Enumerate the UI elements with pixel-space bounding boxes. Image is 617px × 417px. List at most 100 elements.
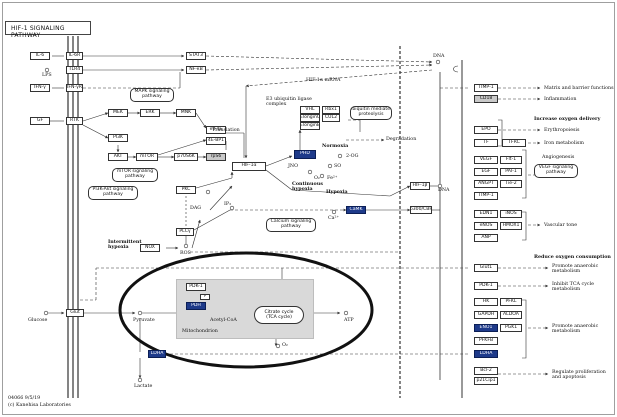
label-iron-metabolism: Iron metabolism <box>544 141 584 146</box>
label-o2-mito: O₂ <box>282 343 288 348</box>
node-mtor[interactable]: mTOR <box>136 153 158 161</box>
footer-id: 04066 9/5/19 <box>8 396 41 401</box>
node-pkc[interactable]: PKC <box>176 186 196 194</box>
node-erk[interactable]: ERK <box>140 109 160 117</box>
node-pdh[interactable]: PDH <box>186 302 206 310</box>
label-dna-top: DNA <box>433 54 445 59</box>
node-p21[interactable]: p21Cip1 <box>474 377 498 385</box>
node-pdk1-right[interactable]: PDK-1 <box>474 282 498 290</box>
label-proliferation: Regulate proliferation and apoptosis <box>552 370 606 381</box>
node-p70s6k[interactable]: p70S6K <box>174 153 198 161</box>
node-pfkl[interactable]: PFKL <box>500 298 522 306</box>
label-ros: ROS <box>180 251 191 256</box>
node-cul2[interactable]: CUL2 <box>322 114 340 122</box>
node-ifng[interactable]: IFN-γ <box>30 84 50 92</box>
node-pai1[interactable]: PAI-1 <box>500 168 522 176</box>
node-epo[interactable]: EPO <box>474 126 498 134</box>
node-mnk[interactable]: MNK <box>176 109 196 117</box>
tca-cycle-node[interactable]: Citrate cycle (TCA cycle) <box>254 306 304 324</box>
node-inos[interactable]: iNOS <box>500 210 522 218</box>
node-pi3k[interactable]: PI3K <box>108 134 128 142</box>
node-phd[interactable]: PHD <box>294 150 316 159</box>
node-anp[interactable]: ANP <box>474 234 498 242</box>
node-glut1[interactable]: Glut1 <box>474 264 498 272</box>
label-dag: DAG <box>190 206 202 211</box>
node-rtk[interactable]: RTK <box>66 117 83 125</box>
label-normoxia: Normoxia <box>322 143 349 149</box>
node-tfrc[interactable]: TFRC <box>502 139 526 147</box>
node-pfkfb[interactable]: PFKFB <box>474 337 498 345</box>
label-hypoxia: Hypoxia <box>326 189 348 195</box>
node-4ebp1[interactable]: 4E-BP1 <box>206 137 226 145</box>
node-enos[interactable]: eNOS <box>474 222 498 230</box>
label-mitochondrion: Mitochondrion <box>182 329 218 334</box>
node-eno1[interactable]: ENO1 <box>474 324 498 332</box>
node-timp1-a[interactable]: TIMP-1 <box>474 84 498 92</box>
node-gf[interactable]: GF <box>30 117 50 125</box>
node-hif1a[interactable]: HIF-1α <box>232 162 266 171</box>
node-ifngr[interactable]: IFN-γR <box>66 84 83 92</box>
label-reduce-o2: Reduce oxygen consumption <box>534 254 611 260</box>
node-hk[interactable]: HK <box>474 298 498 306</box>
node-edn1[interactable]: EDN1 <box>474 210 498 218</box>
node-plcg[interactable]: PLCγ <box>176 228 194 236</box>
node-pgk1[interactable]: PGK1 <box>500 324 522 332</box>
node-pdk1[interactable]: PDK-1 <box>186 283 206 291</box>
label-lactate: Lactate <box>134 384 153 389</box>
node-tie2[interactable]: Tie-2 <box>500 180 522 188</box>
label-degradation: Degradation <box>386 137 417 142</box>
node-cd18[interactable]: CD18 <box>474 95 498 103</box>
node-ldha[interactable]: LDHA <box>148 350 166 358</box>
footer-copyright: (c) Kanehisa Laboratories <box>8 403 71 408</box>
node-aldoa[interactable]: ALDOA <box>500 311 522 319</box>
node-rbx1[interactable]: Rbx1 <box>322 106 340 114</box>
node-angpt[interactable]: ANGPT <box>474 180 498 188</box>
label-glucose: Glucose <box>28 318 48 323</box>
pathway-title: HIF-1 SIGNALING PATHWAY <box>11 25 65 39</box>
node-gapdh[interactable]: GAPDH <box>474 311 498 319</box>
node-egf[interactable]: EGF <box>474 168 498 176</box>
node-il6[interactable]: IL-6 <box>30 52 50 60</box>
pathway-calcium[interactable]: Calcium signaling pathway <box>266 218 316 232</box>
node-bcl2[interactable]: Bcl-2 <box>474 367 498 375</box>
node-il6r[interactable]: IL-6R <box>66 52 83 60</box>
node-hmox1[interactable]: HMOX1 <box>500 222 522 230</box>
node-vegf[interactable]: VEGF <box>474 156 498 164</box>
label-promote-anaerobic-1: Promote anaerobic metabolism <box>552 264 599 275</box>
node-akt[interactable]: AKT <box>108 153 128 161</box>
label-erythropoiesis: Erythropoiesis <box>544 128 580 133</box>
label-ip3: IP₃ <box>224 202 232 207</box>
node-camk[interactable]: CaMK <box>346 206 366 214</box>
node-flt1[interactable]: Flt-1 <box>500 156 522 164</box>
node-hif1b[interactable]: HIF-1β <box>410 182 430 190</box>
node-ldha-right[interactable]: LDHA <box>474 350 498 358</box>
node-elonginc[interactable]: ElonginC <box>300 114 320 122</box>
pathway-vegf[interactable]: VEGF signaling pathway <box>534 164 578 178</box>
label-e3-ligase: E3 ubiquitin ligase complex <box>266 97 312 108</box>
node-tf[interactable]: TF <box>474 139 498 147</box>
node-vhl[interactable]: VHL <box>300 106 320 114</box>
node-timp1-b[interactable]: TIMP-1 <box>474 192 498 200</box>
node-mek[interactable]: MEK <box>108 109 128 117</box>
node-p300[interactable]: p300/CBP <box>410 206 432 214</box>
node-nfkb[interactable]: NF-κB <box>186 66 206 74</box>
pathway-pi3k-akt[interactable]: PI3K-Akt signaling pathway <box>88 186 138 200</box>
pathway-mtor[interactable]: mTOR signaling pathway <box>112 168 158 182</box>
node-rps6[interactable]: rpS6 <box>206 153 226 161</box>
pathway-title-box: HIF-1 SIGNALING PATHWAY <box>5 21 91 39</box>
label-atp: ATP <box>344 318 354 323</box>
label-dna-mid: DNA <box>438 188 450 193</box>
node-stat3[interactable]: STAT3 <box>186 52 206 60</box>
node-nox[interactable]: NOX <box>140 244 160 252</box>
node-tlr4[interactable]: TLR4 <box>66 66 83 74</box>
pathway-mapk[interactable]: MAPK signaling pathway <box>130 88 174 102</box>
label-acetyl-coa: Acetyl-CoA <box>210 318 237 323</box>
label-angiogenesis: Angiogenesis <box>542 155 575 160</box>
node-glut[interactable]: Glut <box>66 309 84 317</box>
node-elonginb[interactable]: ElonginB <box>300 122 320 130</box>
node-eif4e[interactable]: eIF4E <box>206 126 226 134</box>
label-fe: Fe²⁺ <box>327 176 338 181</box>
pathway-ubiquitin[interactable]: Ubiquitin mediated proteolysis <box>350 106 392 120</box>
